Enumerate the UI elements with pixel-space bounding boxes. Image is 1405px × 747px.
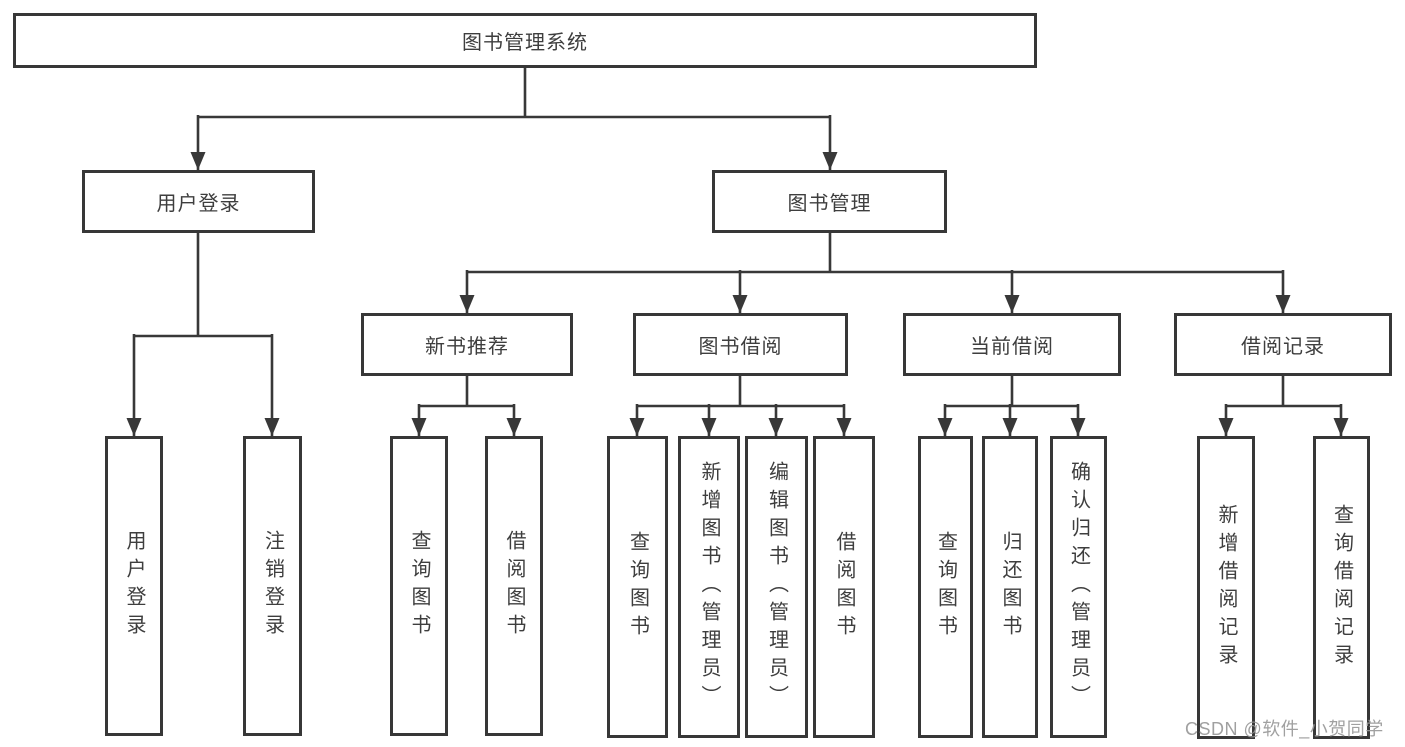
connector-line — [198, 66, 830, 119]
connector-line — [134, 231, 272, 338]
node-book-borrow: 图书借阅 — [633, 313, 848, 376]
node-book-management: 图书管理 — [712, 170, 947, 233]
node-logout-leaf: 注销登录 — [243, 436, 302, 736]
node-current-borrow: 当前借阅 — [903, 313, 1121, 376]
node-query-books-recommend: 查询图书 — [390, 436, 448, 736]
connector-line — [467, 231, 1283, 274]
connector-user-login-children — [126, 231, 280, 436]
node-edit-books-admin: 编辑图书（管理员） — [745, 436, 808, 738]
node-borrow-books-recommend: 借阅图书 — [485, 436, 543, 736]
connector-root-to-level1 — [190, 66, 838, 170]
node-confirm-return-admin: 确认归还（管理员） — [1050, 436, 1107, 738]
watermark-text: CSDN @软件_小贺同学 — [1185, 719, 1384, 739]
node-add-borrow-record: 新增借阅记录 — [1197, 436, 1255, 739]
node-return-books: 归还图书 — [982, 436, 1038, 738]
node-add-books-admin: 新增图书（管理员） — [678, 436, 740, 738]
node-new-book-recommend: 新书推荐 — [361, 313, 573, 376]
node-borrow-books-leaf: 借阅图书 — [813, 436, 875, 738]
connector-borrow-records-children — [1218, 374, 1349, 436]
connector-book-management-sections — [459, 231, 1291, 313]
connector-book-borrow-children — [629, 374, 852, 436]
connector-line — [637, 374, 844, 408]
node-borrow-records: 借阅记录 — [1174, 313, 1392, 376]
connector-current-borrow-children — [937, 374, 1086, 436]
connector-new-book-recommend-children — [411, 374, 522, 436]
connector-line — [945, 374, 1078, 408]
node-query-books-current: 查询图书 — [918, 436, 973, 738]
node-query-books-borrow: 查询图书 — [607, 436, 668, 738]
node-query-borrow-record: 查询借阅记录 — [1313, 436, 1370, 739]
node-user-login: 用户登录 — [82, 170, 315, 233]
connector-line — [419, 374, 514, 408]
node-library-system: 图书管理系统 — [13, 13, 1037, 68]
node-user-login-leaf: 用户登录 — [105, 436, 163, 736]
connector-line — [1226, 374, 1341, 408]
